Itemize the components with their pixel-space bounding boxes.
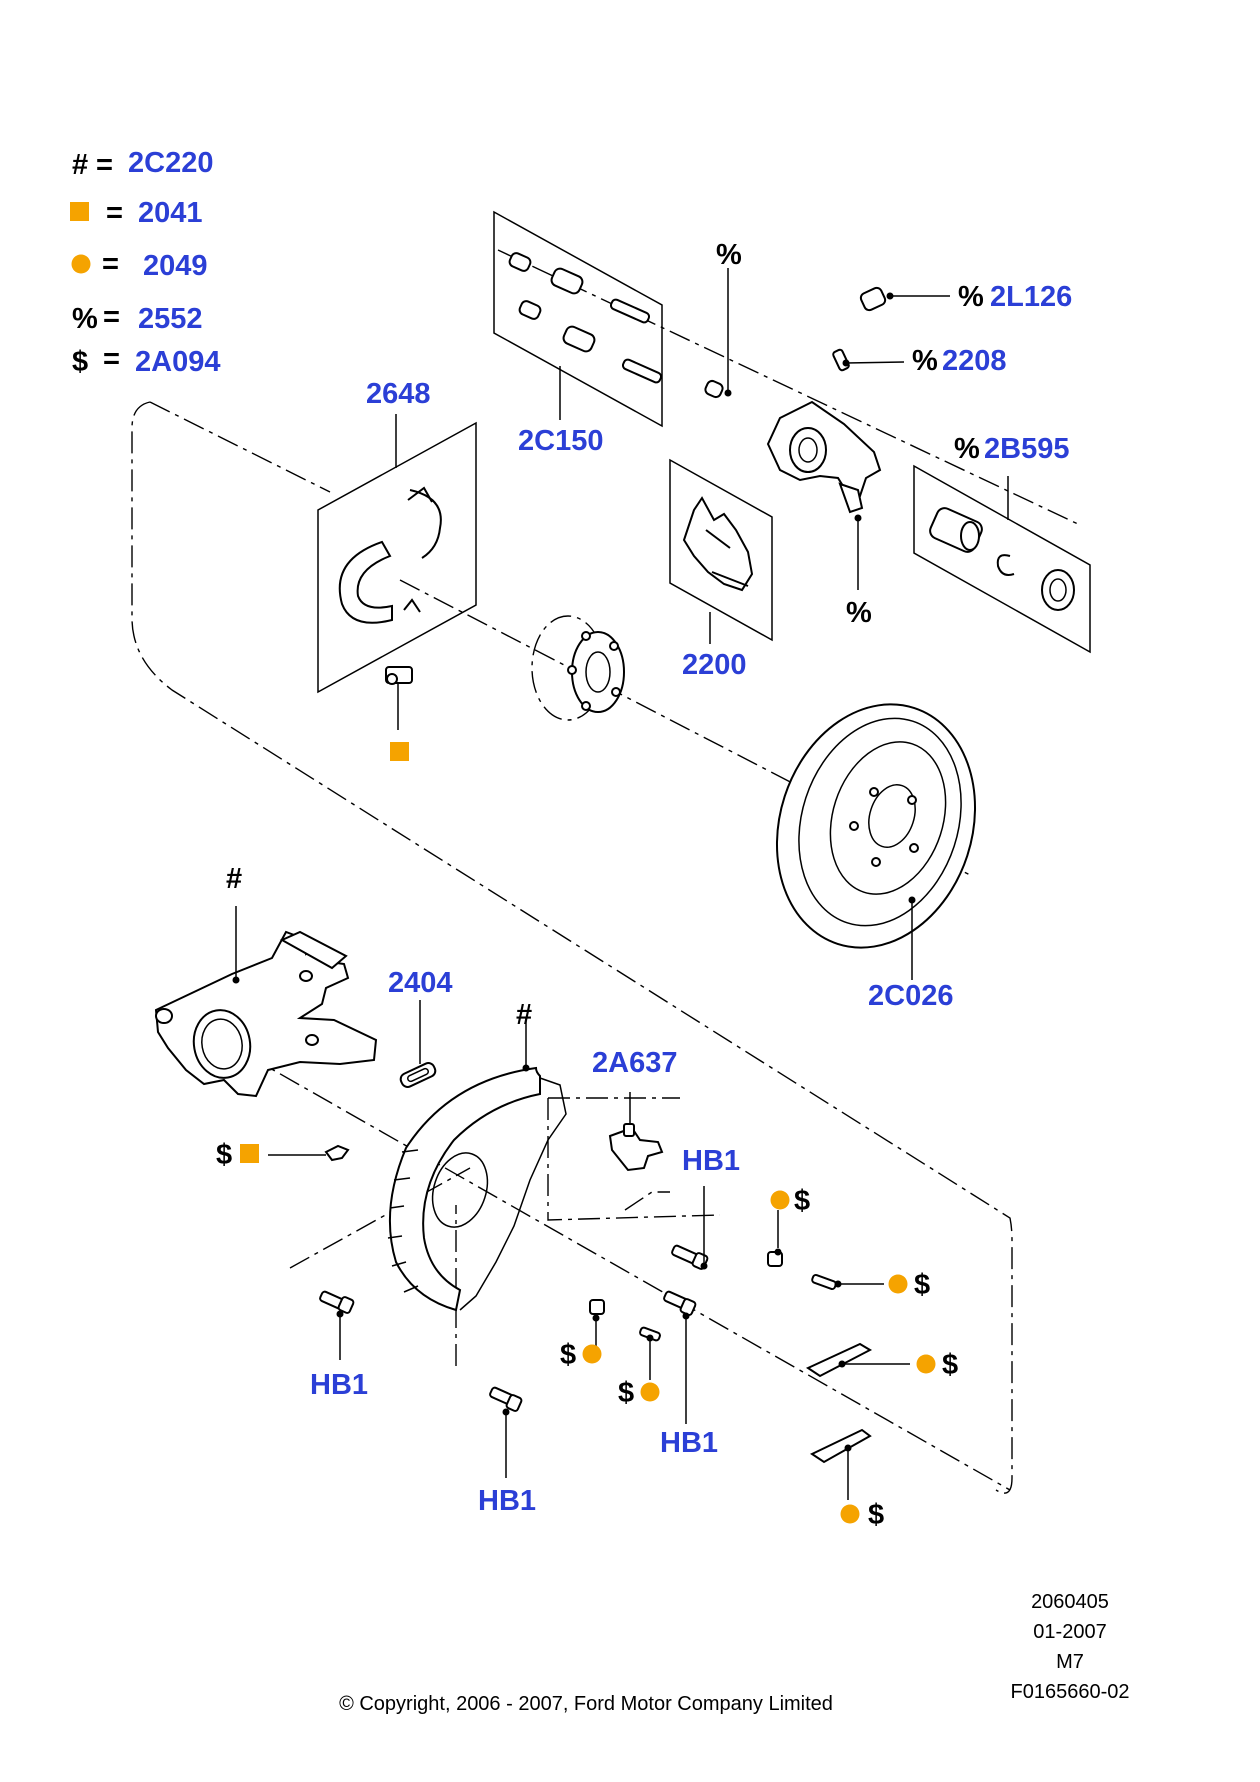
seal-2404[interactable]: 2404 bbox=[388, 967, 453, 1089]
legend-square-icon bbox=[70, 202, 89, 221]
circle-marker-icon bbox=[840, 1504, 860, 1524]
label-hb1[interactable]: HB1 bbox=[660, 1427, 718, 1459]
legend-eq: = bbox=[102, 248, 119, 280]
footer-date: 01-2007 bbox=[1033, 1621, 1106, 1643]
brake-caliper[interactable] bbox=[704, 268, 950, 590]
spring-clip-dollar-circle-e[interactable]: $ bbox=[805, 1342, 958, 1381]
circle-marker-icon bbox=[582, 1344, 602, 1364]
square-marker-icon bbox=[390, 742, 409, 761]
label-hb1[interactable]: HB1 bbox=[478, 1485, 536, 1517]
percent-marker: % bbox=[958, 281, 984, 313]
dollar-marker: $ bbox=[794, 1185, 810, 1217]
circle-marker-icon bbox=[770, 1190, 790, 1210]
wheel-hub[interactable] bbox=[531, 615, 625, 721]
screw-dollar-circle-d[interactable]: $ bbox=[618, 1326, 661, 1409]
copyright-text: © Copyright, 2006 - 2007, Ford Motor Com… bbox=[339, 1693, 833, 1715]
parking-brake-shoe-panel[interactable]: 2648 bbox=[317, 378, 477, 761]
label-2C026[interactable]: 2C026 bbox=[868, 980, 953, 1012]
bolt-hb1-left[interactable]: HB1 bbox=[310, 1290, 368, 1401]
legend-dollar-symbol: $ bbox=[72, 346, 88, 378]
percent-marker: % bbox=[954, 433, 980, 465]
dollar-marker: $ bbox=[942, 1349, 958, 1381]
legend-code-2552[interactable]: 2552 bbox=[138, 303, 203, 335]
legend-hash-symbol: # bbox=[72, 149, 88, 181]
label-2L126[interactable]: 2L126 bbox=[990, 281, 1072, 313]
legend-code-2A094[interactable]: 2A094 bbox=[135, 346, 220, 378]
circle-marker-icon bbox=[916, 1354, 936, 1374]
dollar-marker: $ bbox=[560, 1339, 576, 1371]
label-2A637[interactable]: 2A637 bbox=[592, 1047, 677, 1079]
dollar-marker: $ bbox=[216, 1139, 232, 1171]
screw-dollar-circle-b[interactable]: $ bbox=[811, 1269, 930, 1301]
legend-code-2049[interactable]: 2049 bbox=[143, 250, 208, 282]
bracket-2A637[interactable]: 2A637 bbox=[592, 1047, 677, 1172]
bolt-hb1-right-lower[interactable]: HB1 bbox=[660, 1290, 718, 1459]
legend-eq: = bbox=[103, 343, 120, 375]
parking-brake-adjuster[interactable] bbox=[385, 666, 413, 730]
percent-marker: % bbox=[716, 239, 742, 271]
legend-code-2041[interactable]: 2041 bbox=[138, 197, 203, 229]
caliper-bleeder-cap[interactable] bbox=[859, 286, 887, 312]
guide-pin-parts bbox=[508, 252, 663, 384]
caliper-anchor-bracket[interactable]: # bbox=[154, 863, 378, 1098]
brake-pad-panel[interactable]: 2200 bbox=[669, 458, 773, 681]
label-2404[interactable]: 2404 bbox=[388, 967, 453, 999]
label-2200[interactable]: 2200 bbox=[682, 649, 747, 681]
piston-kit-panel[interactable]: % 2B595 bbox=[913, 433, 1091, 654]
legend-eq: = bbox=[96, 149, 113, 181]
label-2B595[interactable]: 2B595 bbox=[984, 433, 1069, 465]
label-2208[interactable]: 2208 bbox=[942, 345, 1007, 377]
percent-marker: % bbox=[846, 597, 872, 629]
bolt-hb1-center[interactable]: HB1 bbox=[478, 1386, 536, 1517]
spring-clip-dollar-circle-f[interactable]: $ bbox=[809, 1428, 884, 1531]
circle-marker-icon bbox=[888, 1274, 908, 1294]
square-marker-icon bbox=[240, 1144, 259, 1163]
label-2C150[interactable]: 2C150 bbox=[518, 425, 603, 457]
legend-eq: = bbox=[106, 197, 123, 229]
legend-circle-icon bbox=[71, 254, 91, 274]
dollar-marker: $ bbox=[914, 1269, 930, 1301]
label-hb1[interactable]: HB1 bbox=[682, 1145, 740, 1177]
clip-dollar-square[interactable]: $ bbox=[216, 1139, 350, 1171]
percent-marker: % bbox=[912, 345, 938, 377]
nut-dollar-circle-a[interactable]: $ bbox=[767, 1185, 810, 1267]
bolt-hb1-right-upper[interactable]: HB1 bbox=[671, 1145, 740, 1270]
dollar-marker: $ bbox=[868, 1499, 884, 1531]
legend-eq: = bbox=[103, 301, 120, 333]
dollar-marker: $ bbox=[618, 1377, 634, 1409]
footer-model-code: M7 bbox=[1056, 1651, 1084, 1673]
dust-shield[interactable]: # bbox=[387, 999, 567, 1312]
nut-dollar-circle-c[interactable]: $ bbox=[560, 1299, 605, 1371]
guide-pin-kit-panel[interactable]: 2C150 bbox=[493, 210, 663, 457]
label-hb1[interactable]: HB1 bbox=[310, 1369, 368, 1401]
legend: # = 2C220 = 2041 = 2049 % = 2552 $ = 2A0… bbox=[70, 147, 220, 378]
label-2648[interactable]: 2648 bbox=[366, 378, 431, 410]
legend-code-2C220[interactable]: 2C220 bbox=[128, 147, 213, 179]
legend-percent-symbol: % bbox=[72, 303, 98, 335]
footer: 2060405 01-2007 M7 F0165660-02 © Copyrig… bbox=[339, 1591, 1129, 1715]
assembly-outline bbox=[131, 249, 1081, 1494]
hash-marker: # bbox=[516, 999, 532, 1031]
brake-disc[interactable]: 2C026 bbox=[746, 678, 1005, 1012]
hash-marker: # bbox=[226, 863, 242, 895]
footer-drawing-number: 2060405 bbox=[1031, 1591, 1109, 1613]
footer-figure-id: F0165660-02 bbox=[1011, 1681, 1130, 1703]
circle-marker-icon bbox=[640, 1382, 660, 1402]
